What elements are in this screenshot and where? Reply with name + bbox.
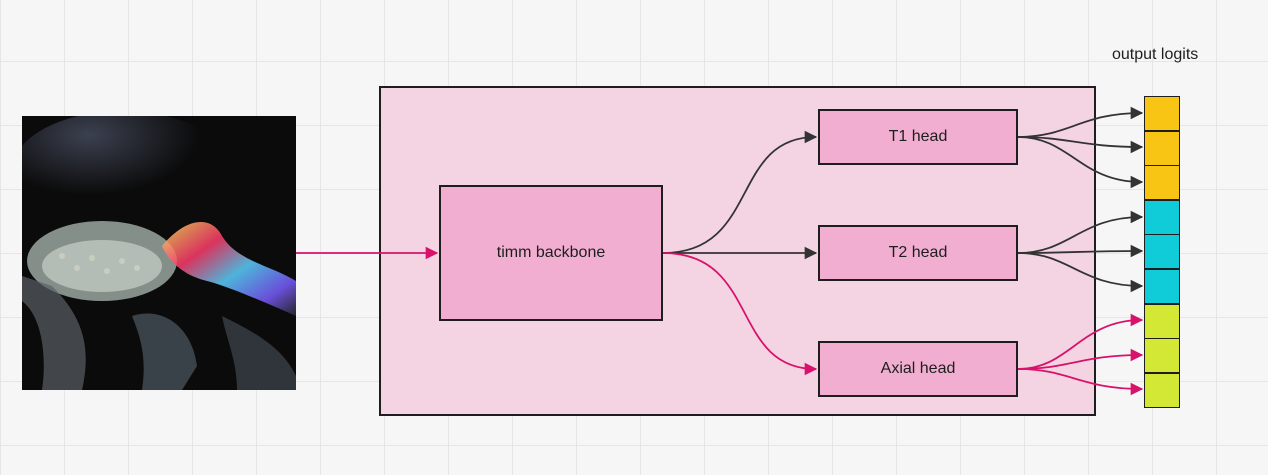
logit-cell: [1144, 269, 1180, 304]
t2-head-label: T2 head: [888, 244, 948, 261]
logit-cell: [1144, 234, 1180, 270]
input-mri-image: [22, 116, 296, 390]
logit-cell: [1144, 338, 1180, 374]
axial-head-label: Axial head: [880, 360, 956, 377]
logit-cell: [1144, 165, 1180, 201]
backbone-box: timm backbone: [439, 185, 663, 321]
output-logits-title: output logits: [1112, 46, 1199, 63]
logit-cell: [1144, 303, 1180, 339]
logit-cell: [1144, 96, 1180, 131]
logit-cell: [1144, 199, 1180, 235]
backbone-label: timm backbone: [496, 244, 606, 261]
axial-head-box: Axial head: [818, 341, 1018, 397]
logit-cell: [1144, 372, 1180, 408]
t2-head-box: T2 head: [818, 225, 1018, 281]
t1-head-box: T1 head: [818, 109, 1018, 165]
logit-cell: [1144, 130, 1180, 166]
t1-head-label: T1 head: [888, 128, 948, 145]
